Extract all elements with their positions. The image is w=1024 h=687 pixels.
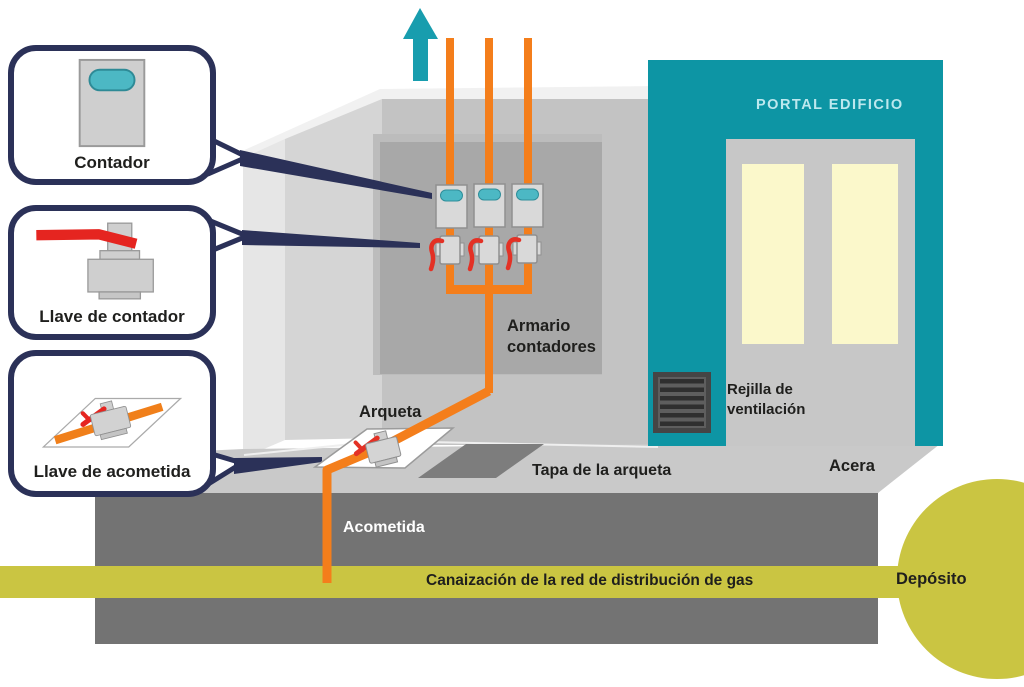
door-panel-left [742,164,804,344]
armario-label: Armario contadores [507,317,596,356]
tapa-label: Tapa de la arqueta [532,462,672,479]
callout-contador-label: Contador [74,153,150,172]
callout-llave-contador-label: Llave de contador [39,307,185,326]
acera-label: Acera [829,457,875,475]
meter-valve-1 [428,235,465,272]
portal-building [648,60,943,446]
left-wall-face [285,99,382,440]
callout-llave-acometida: Llave de acometida [8,350,216,497]
ground [95,439,940,644]
up-arrow [403,8,438,81]
sidewalk-surface [95,444,940,493]
deposito-label: Depósito [896,570,967,588]
left-wall-edge [243,139,285,458]
gas-meter-2 [473,183,506,228]
service-valve-icon [41,397,183,448]
riser-pipe-1 [446,38,454,290]
gas-meter-1 [435,184,468,229]
tapa-shape [418,444,544,478]
meter-valve-icon [36,222,154,300]
pointer-line-llave-contador [242,230,420,248]
drop-pipe [485,285,493,393]
arqueta-assembly [353,430,402,468]
gas-meter-icon [78,58,146,148]
acometida-label: Acometida [343,519,425,536]
gas-main-band [0,566,1024,598]
pointer-line-contador [240,150,432,199]
meters [435,183,544,229]
door-panel-right [832,164,898,344]
arqueta-label: Arqueta [359,403,422,421]
portal-edificio-label: PORTAL EDIFICIO [756,97,904,113]
meter-valves [428,235,541,272]
callout-llave-contador: Llave de contador [8,205,216,340]
gas-pipes [322,38,532,583]
riser-pipe-2 [485,38,493,290]
callout-llave-acometida-label: Llave de acometida [33,462,191,481]
vent-grille [653,372,711,433]
wall-top-band [240,86,658,164]
acometida-pipe [322,387,492,583]
callout-contador: Contador [8,45,216,185]
riser-pipe-3 [524,38,532,290]
canalizacion-label: Canaización de la red de distribución de… [426,572,754,589]
rejilla-label: Rejilla de ventilación [727,381,806,418]
pointer-line-llave-acometida [234,457,322,474]
gas-meter-3 [511,183,544,228]
